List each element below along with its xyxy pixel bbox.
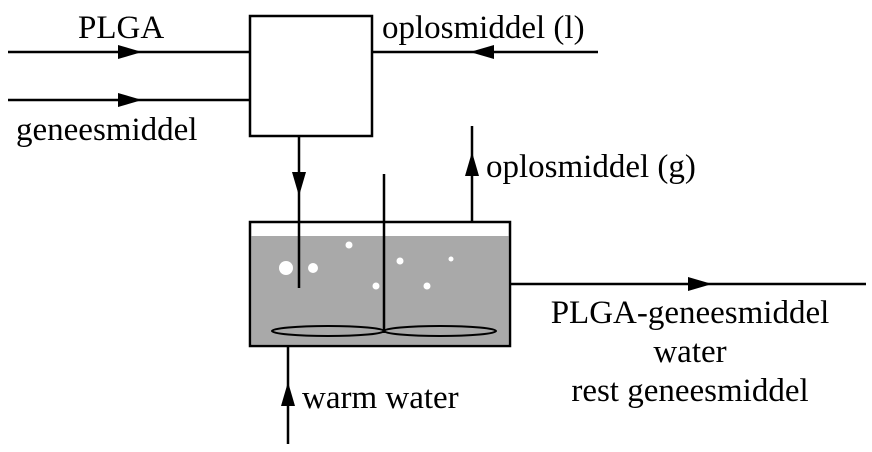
product-outlet-arrowhead: [688, 277, 712, 291]
oplosmiddel-l-label: oplosmiddel (l): [382, 10, 585, 46]
bubble: [308, 263, 318, 273]
oplosmiddel-g-label: oplosmiddel (g): [486, 149, 696, 185]
geneesmiddel-stream-arrowhead: [118, 93, 142, 107]
plga-stream-arrowhead: [118, 45, 142, 59]
bubble: [372, 282, 380, 290]
bubble: [423, 282, 431, 290]
stirrer-blade-right: [383, 325, 497, 337]
product-label-line2: water: [653, 334, 726, 370]
warm-water-inlet-arrowhead: [281, 382, 295, 406]
mixing-block: [248, 14, 374, 138]
vapour-outlet-arrowhead: [465, 152, 479, 176]
plga-label: PLGA: [78, 10, 164, 46]
bubble: [279, 261, 293, 275]
oplosmiddel-l-stream-arrowhead: [470, 45, 494, 59]
bubble: [345, 241, 353, 249]
product-label-line3: rest geneesmiddel: [571, 373, 808, 409]
bubble: [448, 256, 454, 262]
warm-water-label: warm water: [302, 380, 459, 416]
product-label-line1: PLGA-geneesmiddel: [551, 295, 830, 331]
feed-arrowhead: [292, 172, 306, 196]
bubble: [396, 257, 404, 265]
geneesmiddel-label: geneesmiddel: [16, 112, 197, 148]
